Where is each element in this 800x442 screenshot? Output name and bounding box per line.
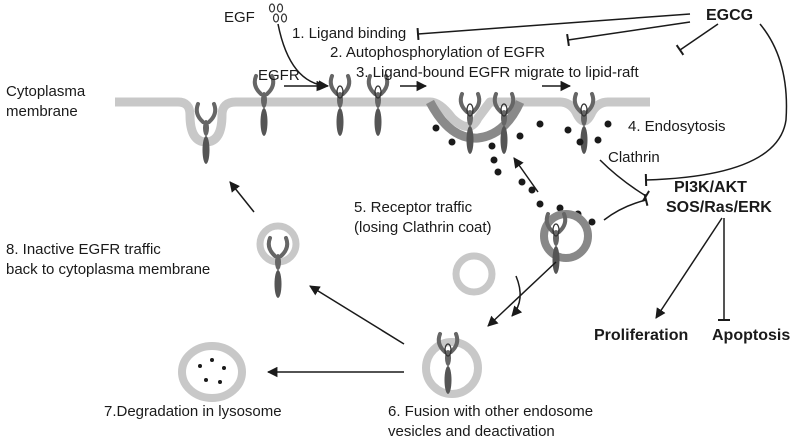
label-egf: EGF — [224, 9, 255, 26]
label-step5-line2: (losing Clathrin coat) — [354, 219, 492, 236]
inhibition-lines — [416, 13, 788, 321]
label-step3: 3. Ligand-bound EGFR migrate to lipid-ra… — [356, 64, 639, 81]
empty-vesicle — [452, 252, 496, 296]
label-egcg: EGCG — [706, 7, 753, 24]
lysosome — [178, 342, 246, 402]
lipid-raft — [426, 99, 525, 143]
label-apoptosis: Apoptosis — [712, 327, 790, 344]
label-step8-line1: 8. Inactive EGFR traffic — [6, 241, 161, 258]
label-step6-line1: 6. Fusion with other endosome — [388, 403, 593, 420]
label-step6-line2: vesicles and deactivation — [388, 423, 555, 440]
label-pathway-pi3k: PI3K/AKT — [674, 179, 747, 196]
label-membrane-line1: Cytoplasma — [6, 83, 86, 100]
recycling-receptor — [266, 236, 290, 300]
pathway-arrows — [229, 23, 723, 378]
label-step4: 4. Endosytosis — [628, 118, 726, 135]
label-step5-line1: 5. Receptor traffic — [354, 199, 473, 216]
label-membrane-line2: membrane — [6, 103, 78, 120]
fusion-endosome — [422, 338, 482, 398]
lysosome-contents — [198, 358, 226, 384]
label-egfr: EGFR — [258, 67, 300, 84]
label-clathrin: Clathrin — [608, 149, 660, 166]
label-step7: 7.Degradation in lysosome — [104, 403, 282, 420]
clathrin-dots — [432, 120, 612, 226]
label-step8-line2: back to cytoplasma membrane — [6, 261, 210, 278]
label-step2: 2. Autophosphorylation of EGFR — [330, 44, 545, 61]
label-pathway-ras: SOS/Ras/ERK — [666, 199, 772, 216]
coated-endosome — [540, 210, 592, 262]
label-proliferation: Proliferation — [594, 327, 688, 344]
egf-ligand-icon — [268, 3, 288, 23]
egfr-invaginated — [194, 102, 218, 166]
label-step1: 1. Ligand binding — [292, 25, 406, 42]
egfr-clathrin-pit — [575, 94, 593, 154]
